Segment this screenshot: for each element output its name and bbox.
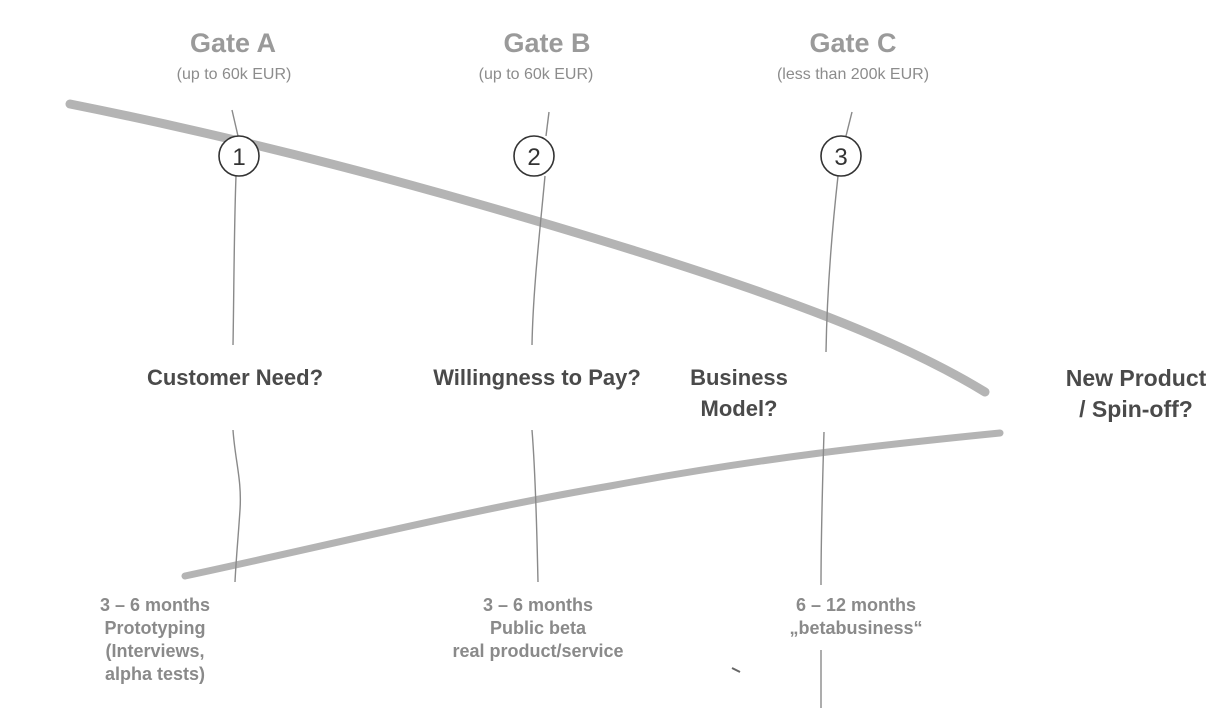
question-business-model: Business Model? (690, 365, 788, 421)
phase-1-duration: 3 – 6 months (99, 595, 211, 615)
phase-2: 3 – 6 months Public beta real product/se… (418, 594, 658, 663)
phase-3: 6 – 12 months „betabusiness“ (756, 594, 956, 640)
gate-3-number: 3 (834, 144, 847, 171)
gate-1-marker: 1 (218, 135, 260, 177)
phase-1-detail: (Interviews, alpha tests) (104, 641, 206, 684)
stray-mark (731, 667, 741, 673)
phase-2-name: Public beta (489, 618, 587, 638)
phase-1-name: Prototyping (104, 618, 206, 638)
gate-a-title: Gate A (189, 28, 277, 58)
gate-b-budget: (up to 60k EUR) (478, 66, 594, 83)
funnel-bottom-edge (181, 429, 1004, 580)
gate-3-marker: 3 (820, 135, 862, 177)
phase-2-detail: real product/service (452, 641, 624, 661)
phase-3-duration: 6 – 12 months (795, 595, 917, 615)
gate-2-number: 2 (527, 144, 540, 171)
gate-b-line (531, 111, 550, 583)
phase-2-duration: 3 – 6 months (482, 595, 594, 615)
gate-c-line (820, 111, 853, 708)
gate-1-number: 1 (232, 144, 245, 171)
question-willingness-to-pay: Willingness to Pay? (433, 365, 641, 390)
outcome-label: New Product / Spin-off? (1065, 365, 1207, 422)
gate-2-marker: 2 (513, 135, 555, 177)
gate-c-budget: (less than 200k EUR) (776, 66, 930, 83)
question-customer-need: Customer Need? (146, 365, 324, 390)
gate-a-line (231, 109, 242, 583)
gate-c-title: Gate C (809, 28, 897, 58)
gate-a-budget: (up to 60k EUR) (176, 66, 292, 83)
phase-1: 3 – 6 months Prototyping (Interviews, al… (65, 594, 245, 686)
phase-3-name: „betabusiness“ (789, 618, 923, 638)
gate-b-title: Gate B (503, 28, 591, 58)
